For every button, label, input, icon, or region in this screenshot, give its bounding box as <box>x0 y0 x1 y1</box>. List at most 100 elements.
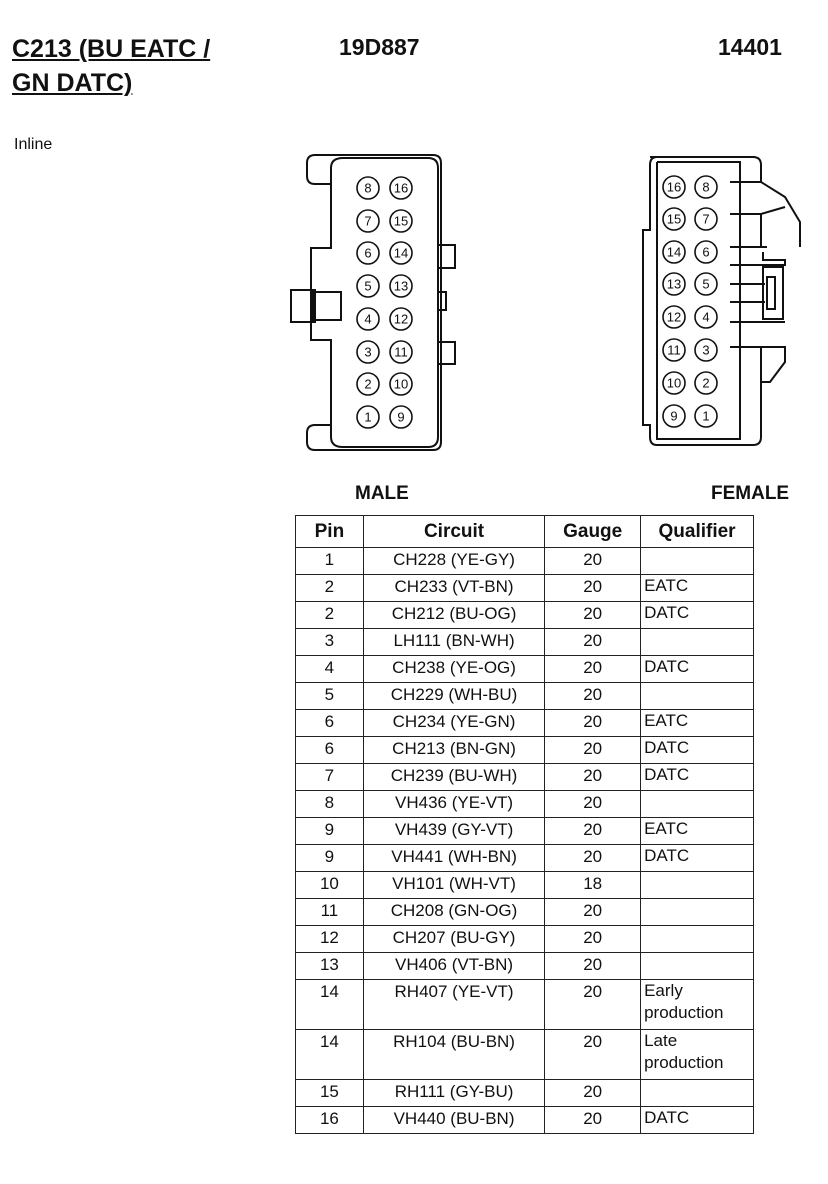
svg-text:13: 13 <box>394 279 408 294</box>
connector-type: Inline <box>14 136 53 153</box>
gauge-cell: 20 <box>544 574 642 602</box>
svg-text:5: 5 <box>702 277 709 292</box>
svg-text:12: 12 <box>394 312 408 327</box>
female-connector-diagram: 16 8 15 7 14 6 13 5 12 4 11 3 10 2 9 1 <box>642 156 801 446</box>
svg-text:1: 1 <box>364 410 371 425</box>
svg-text:14: 14 <box>394 246 408 261</box>
pin-9: 9 <box>662 404 686 428</box>
pin-cell: 12 <box>295 925 364 953</box>
svg-text:4: 4 <box>702 310 709 325</box>
pin-8: 8 <box>356 176 380 200</box>
svg-text:7: 7 <box>364 214 371 229</box>
gauge-cell: 20 <box>544 628 642 656</box>
svg-text:7: 7 <box>702 212 709 227</box>
pin-5: 5 <box>356 274 380 298</box>
circuit-cell: LH111 (BN-WH) <box>362 628 546 656</box>
pin-6: 6 <box>356 241 380 265</box>
pin-9: 9 <box>389 405 413 429</box>
qualifier-cell <box>640 871 754 899</box>
gauge-cell: 20 <box>544 682 642 710</box>
svg-text:6: 6 <box>364 246 371 261</box>
circuit-cell: VH441 (WH-BN) <box>362 844 546 872</box>
svg-text:6: 6 <box>702 245 709 260</box>
svg-text:13: 13 <box>667 277 681 292</box>
pin-10: 10 <box>662 371 686 395</box>
svg-text:1: 1 <box>702 409 709 424</box>
circuit-cell: VH101 (WH-VT) <box>362 871 546 899</box>
svg-text:4: 4 <box>364 312 371 327</box>
gauge-cell: 20 <box>544 952 642 980</box>
male-pin-grid: 8 16 7 15 6 14 5 13 4 12 3 11 2 10 1 9 <box>356 176 413 429</box>
svg-text:2: 2 <box>364 377 371 392</box>
circuit-cell: RH104 (BU-BN) <box>362 1029 546 1080</box>
pin-cell: 2 <box>295 574 364 602</box>
qualifier-cell: Late production <box>640 1029 754 1080</box>
pin-cell: 6 <box>295 709 364 737</box>
svg-text:9: 9 <box>670 409 677 424</box>
gauge-cell: 20 <box>544 655 642 683</box>
svg-text:3: 3 <box>702 343 709 358</box>
header-gauge: Gauge <box>544 515 642 548</box>
gauge-cell: 20 <box>544 1029 642 1080</box>
qualifier-cell: Early production <box>640 979 754 1030</box>
gauge-cell: 20 <box>544 979 642 1030</box>
qualifier-cell: DATC <box>640 655 754 683</box>
svg-text:8: 8 <box>702 180 709 195</box>
qualifier-cell <box>640 898 754 926</box>
qualifier-cell: DATC <box>640 844 754 872</box>
svg-text:2: 2 <box>702 376 709 391</box>
gauge-cell: 20 <box>544 547 642 575</box>
part-number-1: 19D887 <box>339 34 420 60</box>
pin-15: 15 <box>662 207 686 231</box>
female-pin-grid: 16 8 15 7 14 6 13 5 12 4 11 3 10 2 9 1 <box>662 175 718 428</box>
gauge-cell: 18 <box>544 871 642 899</box>
pin-cell: 3 <box>295 628 364 656</box>
gauge-cell: 20 <box>544 1106 642 1134</box>
svg-text:15: 15 <box>394 214 408 229</box>
pin-2: 2 <box>356 372 380 396</box>
connector-title: C213 (BU EATC / GN DATC) <box>12 35 211 97</box>
pin-8: 8 <box>694 175 718 199</box>
pin-13: 13 <box>389 274 413 298</box>
header-pin: Pin <box>295 515 364 548</box>
svg-text:14: 14 <box>667 245 681 260</box>
qualifier-cell <box>640 790 754 818</box>
pin-cell: 4 <box>295 655 364 683</box>
pin-cell: 1 <box>295 547 364 575</box>
pin-cell: 9 <box>295 817 364 845</box>
pin-10: 10 <box>389 372 413 396</box>
qualifier-cell <box>640 1079 754 1107</box>
pin-7: 7 <box>694 207 718 231</box>
header-qualifier: Qualifier <box>640 515 754 548</box>
svg-text:16: 16 <box>394 181 408 196</box>
circuit-cell: RH111 (GY-BU) <box>362 1079 546 1107</box>
gauge-cell: 20 <box>544 1079 642 1107</box>
svg-text:5: 5 <box>364 279 371 294</box>
circuit-cell: RH407 (YE-VT) <box>362 979 546 1030</box>
pin-12: 12 <box>662 305 686 329</box>
circuit-cell: CH208 (GN-OG) <box>362 898 546 926</box>
pin-1: 1 <box>694 404 718 428</box>
gauge-cell: 20 <box>544 790 642 818</box>
gauge-cell: 20 <box>544 844 642 872</box>
circuit-cell: CH213 (BN-GN) <box>362 736 546 764</box>
circuit-cell: CH212 (BU-OG) <box>362 601 546 629</box>
circuit-cell: VH440 (BU-BN) <box>362 1106 546 1134</box>
